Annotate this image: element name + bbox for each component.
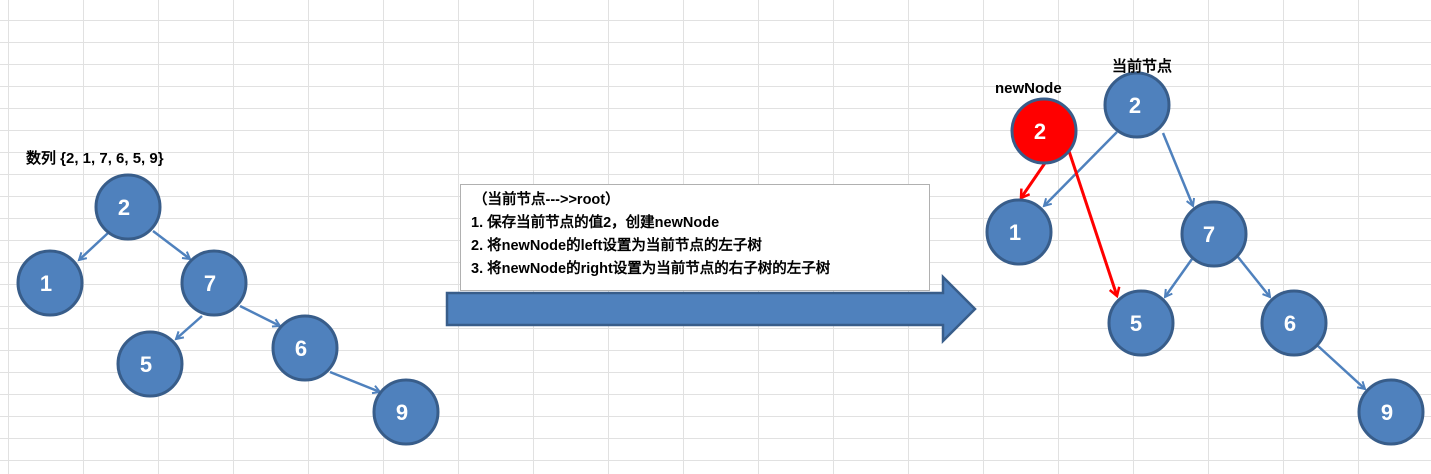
svg-text:5: 5 [140,352,152,377]
edge-7-6 [239,304,280,326]
edge-cur2-1 [1044,131,1118,206]
current-node-label: 当前节点 [1112,58,1173,75]
red-edge-newnode-5 [1065,144,1117,296]
block-arrow-right [445,273,977,345]
right-tree-node-6: 6 [1260,289,1328,357]
svg-text:9: 9 [396,400,408,425]
right-tree-node-5: 5 [1107,289,1175,357]
instruction-step-2: 2. 将newNode的left设置为当前节点的左子树 [471,238,762,254]
svg-text:5: 5 [1130,311,1142,336]
current-node-2: 2 [1103,71,1171,139]
svg-text:7: 7 [1203,222,1215,247]
svg-text:6: 6 [295,336,307,361]
left-tree-node-7: 7 [180,249,248,317]
svg-text:7: 7 [204,271,216,296]
left-tree-node-5: 5 [116,330,184,398]
svg-text:1: 1 [1009,220,1021,245]
right-tree-edges [1044,131,1365,389]
edge-6-9 [329,370,380,392]
new-node-2: 2 [1010,97,1078,165]
instruction-title: （当前节点--->>root） [473,192,620,208]
right-tree-node-9: 9 [1357,378,1425,446]
red-edges [1021,144,1117,296]
left-tree-edges [79,230,380,392]
instruction-step-3: 3. 将newNode的right设置为当前节点的右子树的左子树 [471,261,831,277]
svg-text:9: 9 [1381,400,1393,425]
instruction-textbox: （当前节点--->>root） 1. 保存当前节点的值2，创建newNode 2… [460,184,930,291]
left-tree-node-1: 1 [16,249,84,317]
red-edge-newnode-1 [1021,162,1047,198]
edge-7-5 [176,315,203,339]
sequence-label: 数列 {2, 1, 7, 6, 5, 9} [26,150,164,167]
svg-text:2: 2 [1129,93,1141,118]
edge-2-7 [152,230,190,259]
right-tree-node-1: 1 [985,198,1053,266]
right-tree-node-7: 7 [1180,200,1248,268]
edge-7-5-right [1165,258,1194,297]
edge-2-1 [79,232,109,260]
svg-text:2: 2 [118,195,130,220]
edge-7-6-right [1237,256,1270,297]
left-tree-node-2: 2 [94,173,162,241]
instruction-step-1: 1. 保存当前节点的值2，创建newNode [471,215,720,231]
new-node-label: newNode [995,80,1062,97]
svg-text:2: 2 [1034,119,1046,144]
left-tree-node-6: 6 [271,314,339,382]
svg-text:1: 1 [40,271,52,296]
edge-6-9-right [1317,345,1365,389]
svg-text:6: 6 [1284,311,1296,336]
left-tree-node-9: 9 [372,378,440,446]
edge-cur2-7 [1161,132,1193,206]
